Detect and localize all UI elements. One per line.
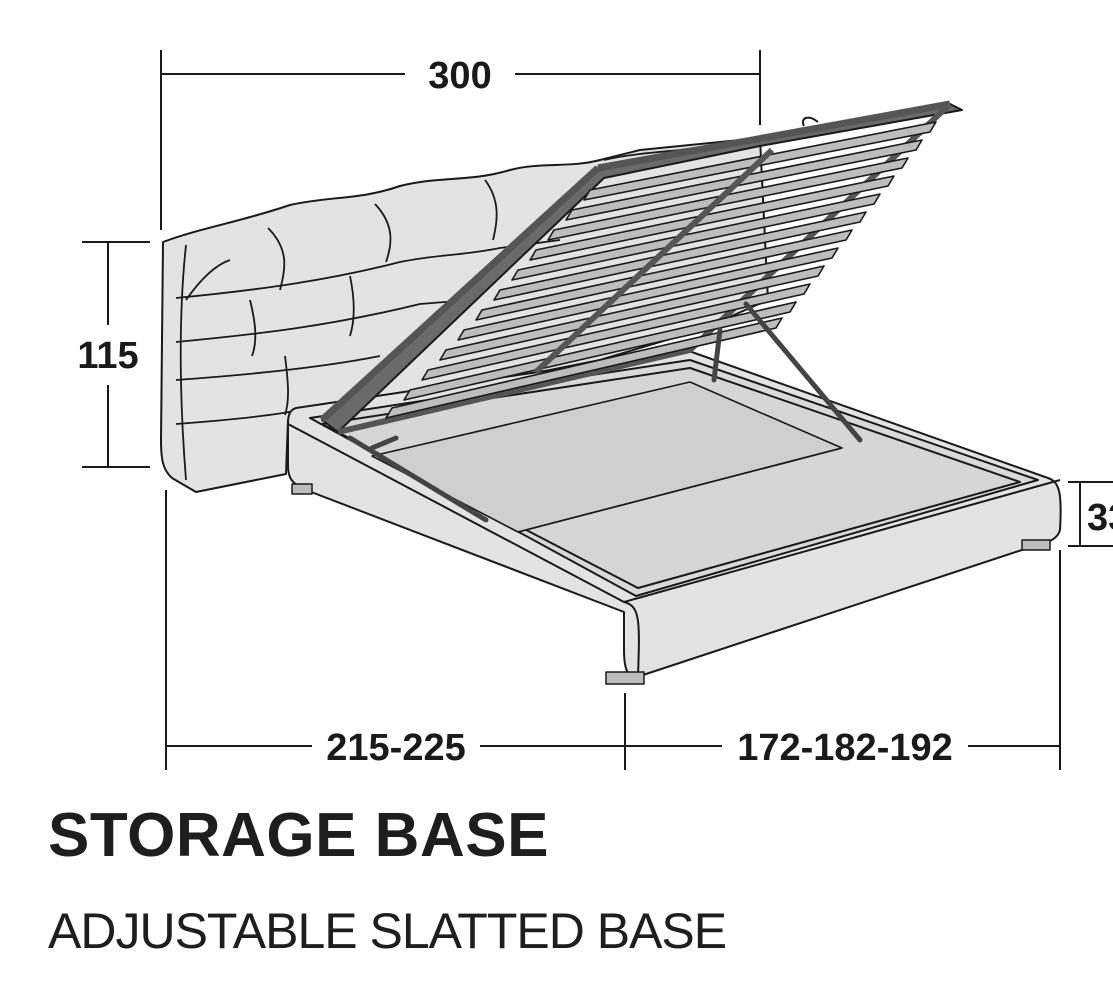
width-total-label: 300: [428, 55, 491, 97]
dimension-lines: [82, 50, 1113, 770]
page-title: STORAGE BASE: [48, 801, 549, 870]
base-height-label: 33: [1087, 497, 1113, 539]
slatted-frame: [319, 100, 963, 523]
width-options-label: 172-182-192: [737, 727, 953, 769]
headboard-height-label: 115: [77, 335, 138, 377]
length-label: 215-225: [326, 727, 465, 769]
page-subtitle: ADJUSTABLE SLATTED BASE: [48, 903, 727, 959]
